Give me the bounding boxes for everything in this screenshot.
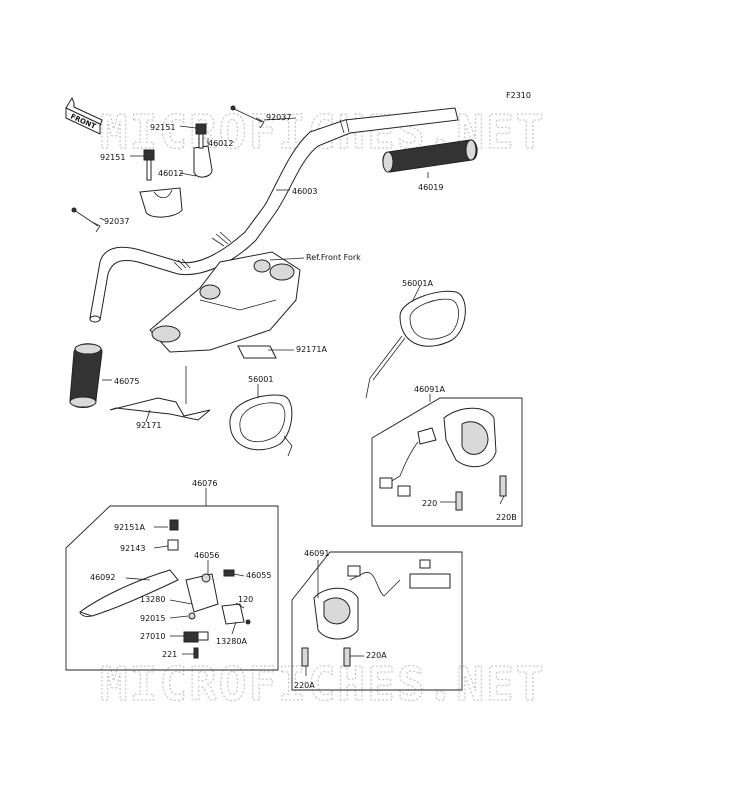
switch-46091-group [291, 551, 463, 691]
figure-code: F2310 [506, 91, 531, 100]
front-fork-bracket [149, 251, 301, 353]
mirror-56001 [229, 394, 293, 457]
label-46056: 46056 [194, 551, 219, 560]
label-27010: 27010 [140, 632, 165, 641]
label-46003: 46003 [292, 187, 317, 196]
label-ref-front-fork: Ref.Front Fork [306, 253, 361, 262]
label-56001A: 56001A [402, 279, 433, 288]
label-46055: 46055 [246, 571, 271, 580]
label-92143: 92143 [120, 544, 145, 553]
lever-assembly-46076-group [65, 505, 279, 671]
handlebar-46003 [89, 107, 459, 323]
cable-tie-92037-top [230, 105, 265, 129]
bracket-92171A [237, 345, 277, 359]
label-46075: 46075 [114, 377, 139, 386]
label-46076: 46076 [192, 479, 217, 488]
label-56001: 56001 [248, 375, 273, 384]
label-221: 221 [162, 650, 177, 659]
label-92037-left: 92037 [104, 217, 129, 226]
label-13280A: 13280A [216, 637, 247, 646]
label-92037-top: 92037 [266, 113, 291, 122]
label-46012-top: 46012 [208, 139, 233, 148]
watermark-bottom: MICROFICHES.NET [100, 657, 545, 711]
front-direction-arrow: FRONT [65, 96, 103, 135]
leader-lines [99, 117, 505, 676]
label-92151A: 92151A [114, 523, 145, 532]
label-46019: 46019 [418, 183, 443, 192]
clamp-46012-left [139, 149, 183, 218]
cable-tie-92037-left [71, 207, 101, 233]
label-46092: 46092 [90, 573, 115, 582]
grip-46019 [382, 139, 478, 173]
switch-46091A-group [371, 397, 523, 527]
label-220A-bottom: 220A [294, 681, 315, 690]
label-92151-top: 92151 [150, 123, 175, 132]
label-220B: 220B [496, 513, 517, 522]
label-120: 120 [238, 595, 253, 604]
grip-46075 [69, 343, 103, 408]
mirror-56001A [365, 290, 466, 399]
label-220A-right: 220A [366, 651, 387, 660]
label-92015: 92015 [140, 614, 165, 623]
label-92171A: 92171A [296, 345, 327, 354]
bracket-92171 [109, 397, 211, 421]
clamp-46012-top [193, 123, 213, 178]
label-46091A: 46091A [414, 385, 445, 394]
label-46012-left: 46012 [158, 169, 183, 178]
label-220: 220 [422, 499, 437, 508]
label-92151-left: 92151 [100, 153, 125, 162]
label-46091: 46091 [304, 549, 329, 558]
label-13280: 13280 [140, 595, 165, 604]
label-92171: 92171 [136, 421, 161, 430]
